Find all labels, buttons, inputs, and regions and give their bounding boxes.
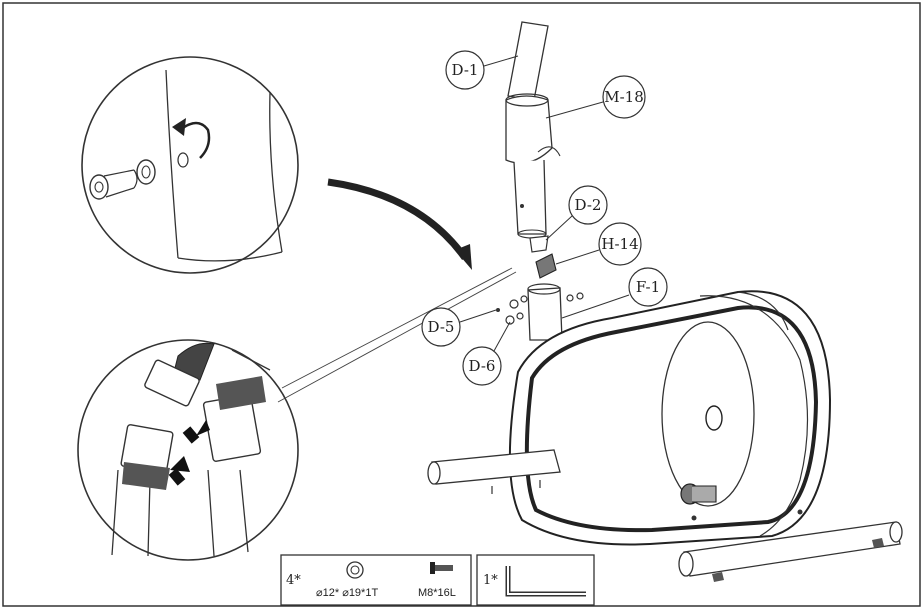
callout-d2: D-2 <box>545 185 608 241</box>
callout-h14: H-14 <box>555 222 642 266</box>
label-d6: D-6 <box>469 357 496 375</box>
callout-f1: F-1 <box>561 267 668 319</box>
rear-stabilizer <box>427 449 561 494</box>
curved-arrow-icon <box>327 178 472 270</box>
label-m18: M-18 <box>604 88 644 106</box>
pointer-lines <box>277 267 517 403</box>
washer-icon-small <box>346 561 364 579</box>
zoom-detail-bolt <box>81 56 299 274</box>
callout-m18: M-18 <box>545 75 646 119</box>
handlebar-post <box>507 21 549 101</box>
bolt-icon <box>89 169 138 200</box>
frame-post <box>527 283 563 341</box>
label-d5: D-5 <box>428 318 455 336</box>
post-cover <box>505 93 561 164</box>
lower-post-tube <box>513 159 547 239</box>
grommet-and-connector <box>529 235 557 279</box>
bolt-icon-small <box>430 562 453 574</box>
label-d1: D-1 <box>452 61 479 79</box>
front-stabilizer <box>678 521 903 582</box>
callout-d5: D-5 <box>421 307 497 347</box>
callout-d6: D-6 <box>462 321 511 386</box>
rotate-arrow-icon <box>179 121 211 159</box>
flywheel-housing <box>508 290 832 546</box>
washer-icon <box>136 159 156 185</box>
label-h14: H-14 <box>601 235 638 253</box>
label-f1: F-1 <box>636 278 660 296</box>
hardware-box-2: 1* <box>476 554 595 606</box>
washer-spec: ⌀12* ⌀19*1T <box>316 587 378 599</box>
hardware-box-1: 4* ⌀12* ⌀19*1T M8*16L <box>280 554 472 606</box>
label-d2: D-2 <box>575 196 602 214</box>
hardware-qty-2: 1* <box>483 573 498 588</box>
zoom-detail-connector <box>77 339 299 561</box>
side-bolts <box>496 292 584 325</box>
bolt-spec: M8*16L <box>418 587 456 599</box>
callout-d1: D-1 <box>445 50 519 90</box>
arrow-up-icon-2 <box>170 456 190 472</box>
hardware-qty-1: 4* <box>286 573 301 588</box>
arrow-up-icon <box>196 420 210 436</box>
